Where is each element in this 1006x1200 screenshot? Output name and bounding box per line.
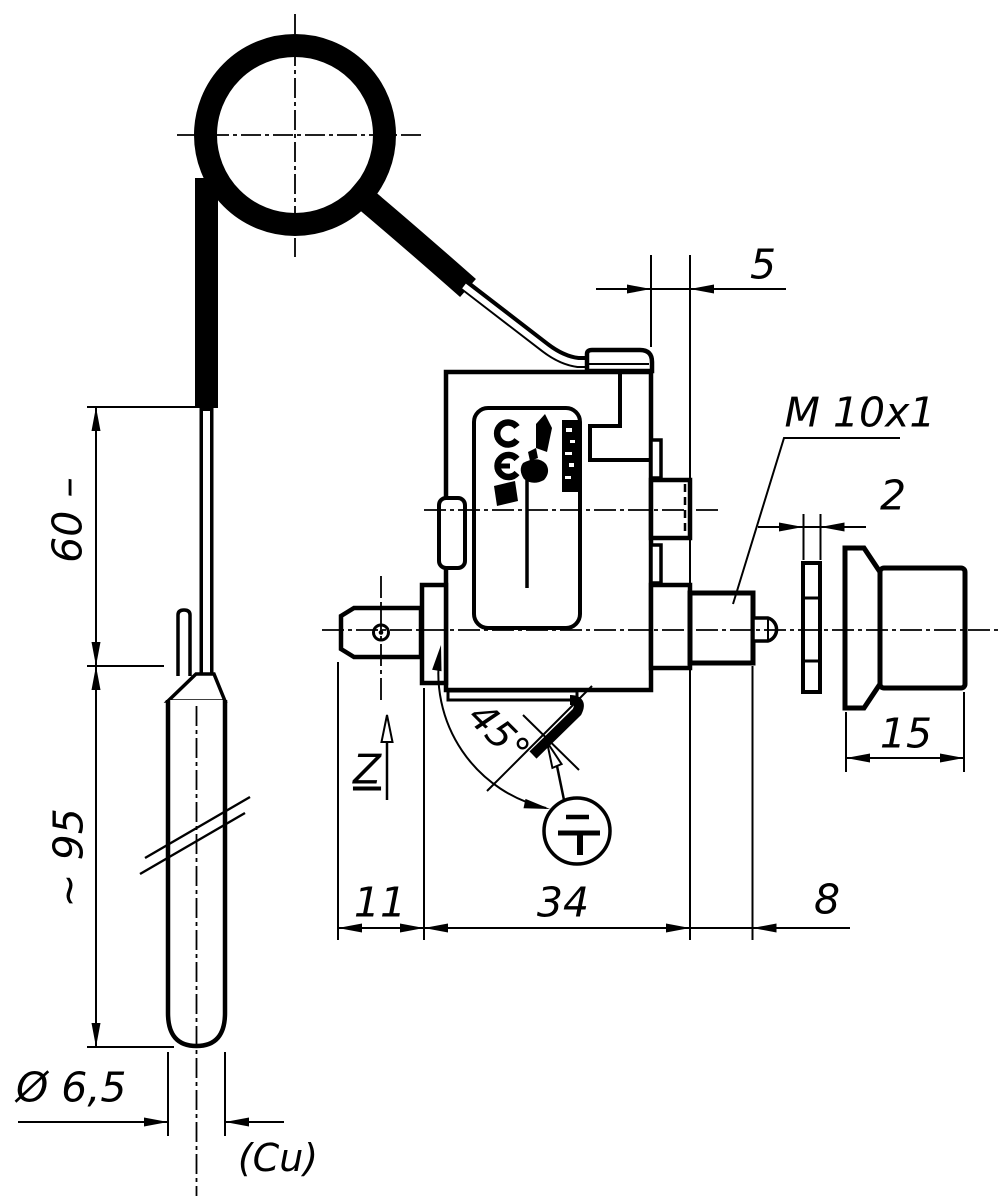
rating-label (472, 406, 582, 630)
dim-probe-length: ~ 95 (44, 808, 93, 908)
datum-z-annotation (380, 714, 394, 800)
adjustment-knob (842, 545, 968, 711)
dim-probe-diameter: Ø 6,5 (16, 1063, 127, 1112)
bottom-plate (446, 689, 579, 702)
side-tab (437, 496, 467, 570)
dim-cap-offset: 5 (749, 240, 777, 289)
probe-cone (163, 672, 228, 703)
terminal-tab-upper (649, 438, 663, 480)
dim-washer: 2 (879, 471, 907, 520)
thread-callout: M 10x1 (784, 388, 936, 437)
dim-knob-length: 15 (879, 709, 933, 758)
body-cap (584, 347, 655, 374)
body-step-contour (588, 374, 649, 462)
open-arrowhead (546, 741, 564, 770)
coil-centerlines (177, 14, 424, 257)
boss-mount-block (648, 582, 693, 671)
ground-annotation (542, 741, 612, 866)
break-symbol-line (144, 795, 251, 860)
knob-flange (842, 545, 883, 711)
ground-tab (529, 695, 584, 759)
barcode-icon (562, 420, 579, 492)
datum-z-label: Z (352, 745, 382, 794)
capillary-coil (194, 34, 476, 408)
ground-tab-axis-line (486, 685, 593, 792)
dim-body-width: 34 (536, 878, 590, 927)
terminal-tab-lower (649, 543, 663, 585)
probe-material-note: (Cu) (237, 1136, 319, 1180)
dim-boss-length: 8 (813, 875, 841, 924)
angle-dimension (432, 645, 550, 809)
ground-symbol-icon (558, 814, 600, 855)
axis-centerlines (322, 509, 1002, 700)
capillary-thin-tubes (199, 278, 590, 674)
dimension-arrowheads (91, 284, 964, 1127)
capillary-sheath-right (344, 178, 476, 297)
dim-shaft-protrusion: 11 (353, 878, 407, 927)
ground-tab-cross-line (522, 714, 580, 771)
probe-pin (176, 608, 192, 676)
temperature-probe (139, 608, 251, 1196)
break-symbol-line (139, 811, 246, 876)
ce-mark-icon (493, 419, 520, 481)
dim-capillary-length: 60 – (43, 477, 92, 563)
angle-arc (437, 651, 547, 809)
hex-nut-side-view (801, 561, 822, 694)
approval-marks-icon (494, 414, 552, 506)
thread-leader-line (732, 437, 900, 605)
open-arrowhead (380, 714, 394, 743)
knob-body (877, 565, 968, 691)
extension-lines (87, 255, 965, 1136)
threaded-boss (687, 590, 756, 666)
